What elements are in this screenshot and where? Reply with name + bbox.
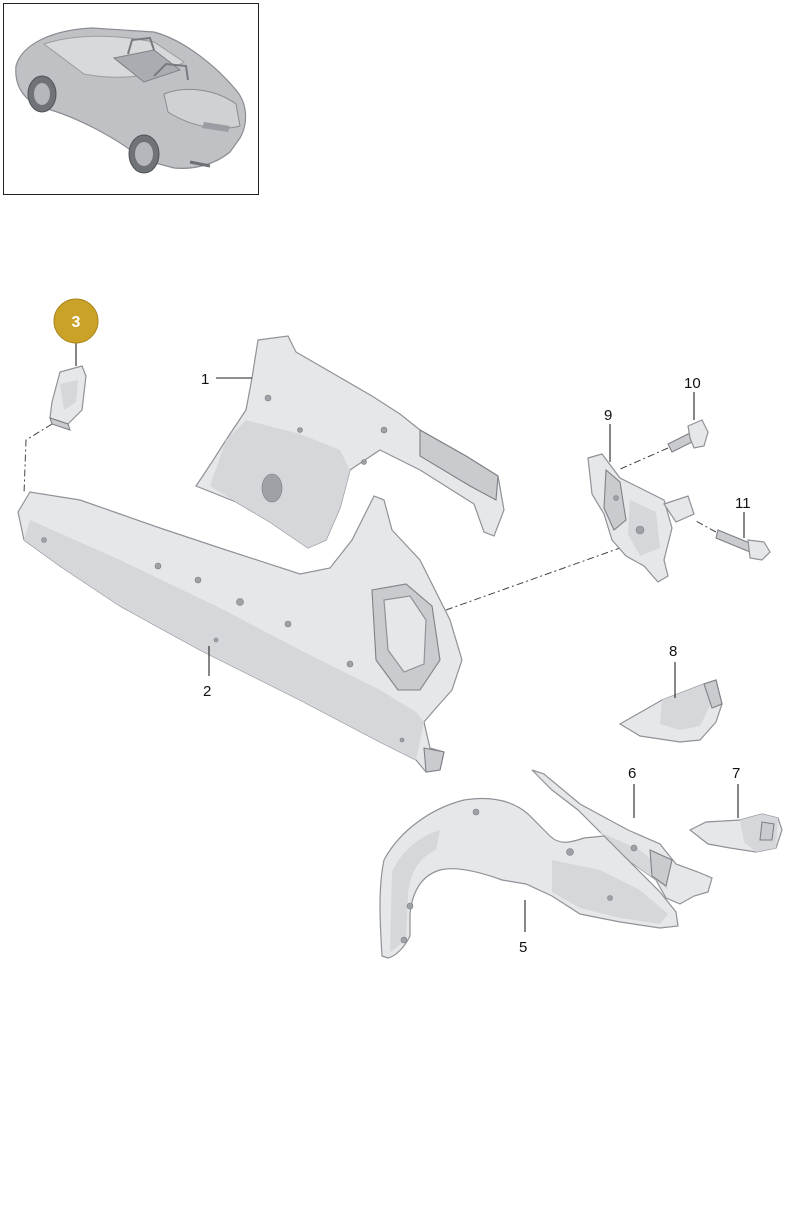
part-5-wheel-arch[interactable] [379, 797, 679, 959]
callout-label-2[interactable]: 2 [203, 683, 211, 700]
part-3-bracket[interactable] [49, 365, 87, 431]
convertible-car-icon [15, 27, 247, 174]
part-6-reinforcement[interactable] [531, 769, 713, 905]
callout-label-10[interactable]: 10 [684, 375, 701, 392]
part-7-plate[interactable] [688, 813, 783, 853]
vehicle-thumbnail[interactable] [3, 3, 259, 195]
assembly-line-11-to-9 [693, 519, 717, 533]
assembly-line-10-to-9 [617, 447, 669, 471]
callout-label-1[interactable]: 1 [201, 371, 209, 388]
callout-label-8[interactable]: 8 [669, 643, 677, 660]
part-10-bolt[interactable] [667, 419, 709, 453]
callout-label-3: 3 [72, 314, 81, 331]
assembly-line-2-to-9 [445, 547, 621, 611]
part-2-side-sill[interactable] [17, 491, 463, 773]
part-8-gusset[interactable] [618, 679, 723, 743]
callout-badge-3[interactable]: 3 [53, 298, 99, 344]
assembly-line-3-to-2 [23, 423, 53, 495]
callout-label-6[interactable]: 6 [628, 765, 636, 782]
callout-label-9[interactable]: 9 [604, 407, 612, 424]
part-1-inner-quarter-panel[interactable] [195, 335, 505, 549]
part-9-mounting-bracket[interactable] [587, 453, 695, 583]
callout-label-5[interactable]: 5 [519, 939, 527, 956]
callout-label-7[interactable]: 7 [732, 765, 740, 782]
callout-label-11[interactable]: 11 [735, 495, 751, 512]
part-11-bolt[interactable] [715, 529, 771, 561]
